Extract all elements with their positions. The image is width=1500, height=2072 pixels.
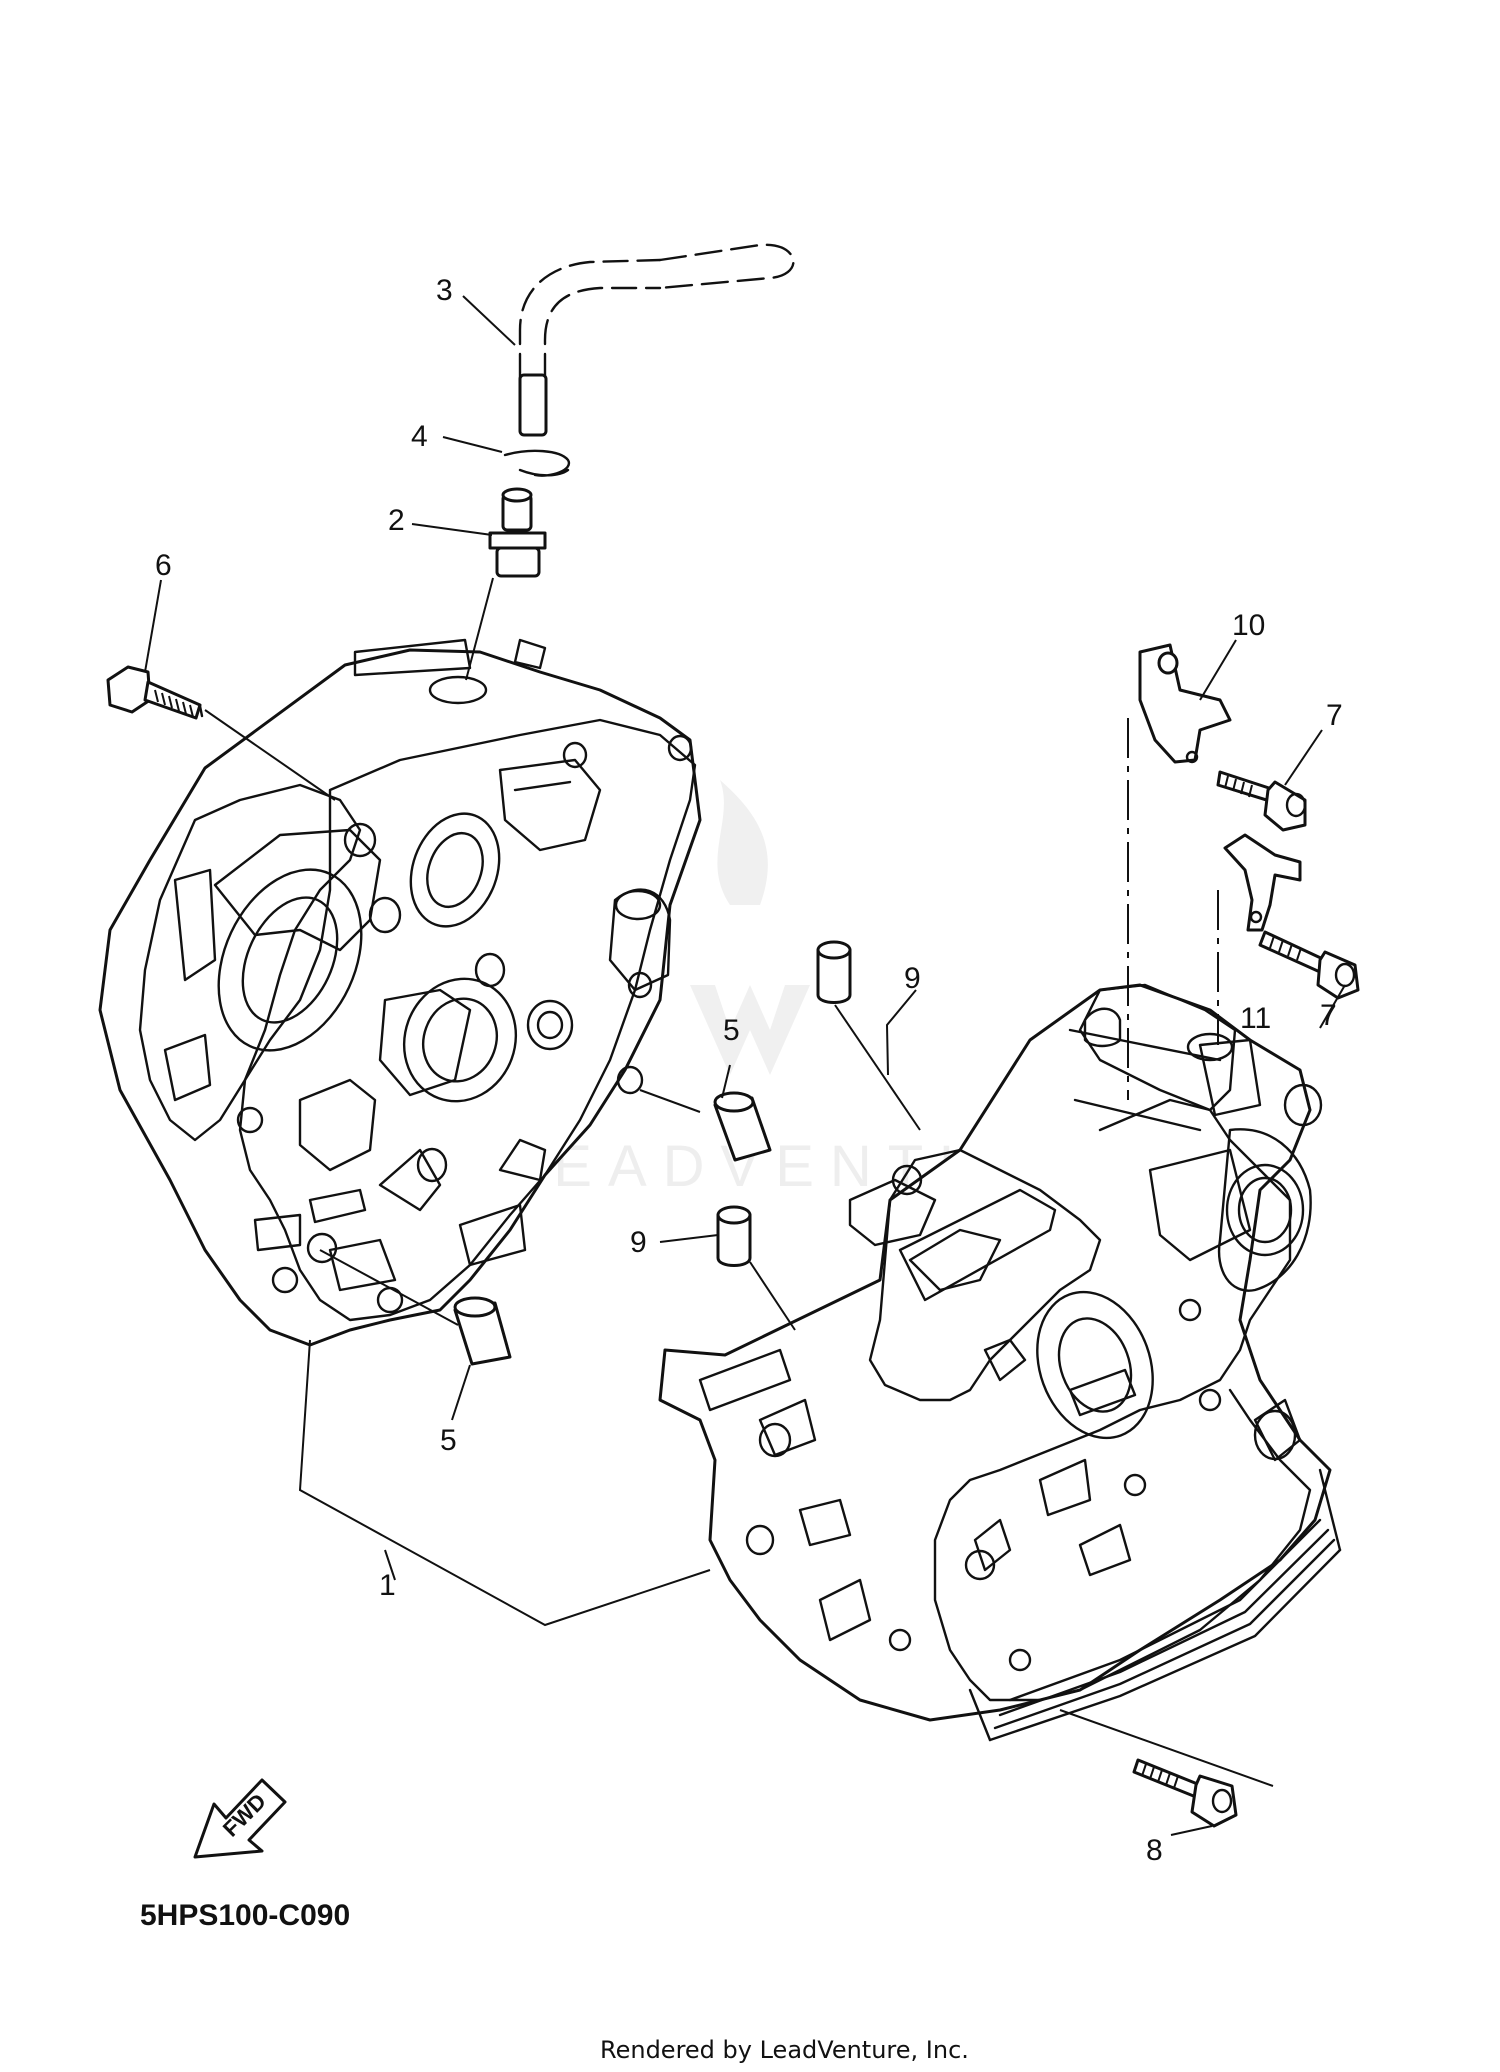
fwd-arrow-icon: FWD — [193, 1778, 287, 1859]
crankcase-right-half — [658, 983, 1342, 1742]
callout-10: 10 — [1232, 609, 1265, 642]
leader-lines — [144, 295, 1346, 1836]
bolt-part-8 — [1132, 1758, 1238, 1828]
bolt-part-6 — [106, 665, 204, 720]
callout-6: 6 — [155, 549, 172, 582]
hose-part-3 — [518, 243, 795, 437]
callout-11: 11 — [1240, 1002, 1271, 1035]
bracket-part-10 — [1138, 643, 1232, 764]
dowel-part-5-lower — [453, 1296, 512, 1366]
callout-5-upper: 5 — [723, 1014, 740, 1047]
clip-part-4 — [503, 449, 571, 477]
footer-credit: Rendered by LeadVenture, Inc. — [600, 2036, 969, 2064]
dowel-part-9-lower — [716, 1205, 752, 1267]
callout-2: 2 — [388, 504, 405, 537]
callout-1: 1 — [379, 1569, 396, 1602]
dowel-part-5-upper — [713, 1091, 772, 1162]
callout-4: 4 — [411, 420, 428, 453]
callout-9-upper: 9 — [904, 962, 921, 995]
dowel-part-9-upper — [816, 940, 852, 1004]
callout-labels: 1 2 3 4 5 5 6 7 7 8 9 9 10 11 — [155, 274, 1343, 1867]
callout-7-upper: 7 — [1326, 699, 1343, 732]
crankcase-left-half — [98, 638, 702, 1347]
callout-8: 8 — [1146, 1834, 1163, 1867]
callout-5-lower: 5 — [440, 1424, 457, 1457]
clamp-part-11 — [1223, 833, 1302, 932]
callout-3: 3 — [436, 274, 453, 307]
fitting-part-2 — [488, 487, 547, 578]
drawing-code: 5HPS100-C090 — [140, 1899, 350, 1932]
bolt-part-7-upper — [1216, 770, 1307, 832]
callout-9-lower: 9 — [630, 1226, 647, 1259]
bolt-part-7-lower — [1258, 930, 1360, 1000]
callout-7-lower: 7 — [1320, 999, 1337, 1032]
